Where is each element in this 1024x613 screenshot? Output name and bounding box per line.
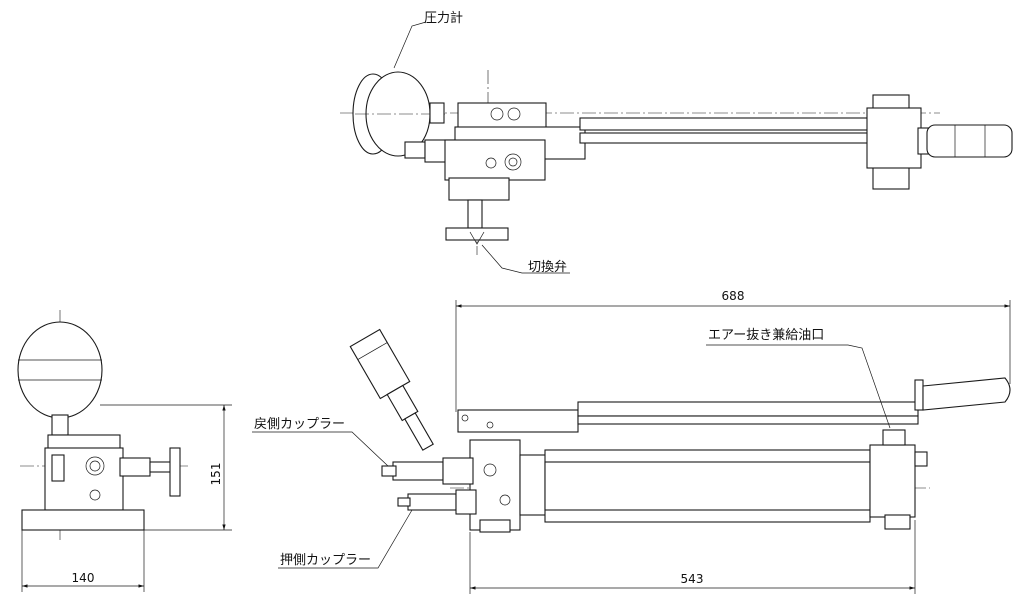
label-air-vent-oil-port: エアー抜き兼給油口 [708, 327, 824, 343]
handle-arm-top [579, 94, 1013, 190]
dimension-width: 140 [72, 571, 95, 585]
label-pressure-gauge: 圧力計 [424, 10, 463, 26]
top-view: 圧力計 切換弁 [340, 10, 1013, 275]
label-push-coupler: 押側カップラー [280, 553, 371, 568]
end-view: 151 140 [17, 310, 232, 592]
dimension-height: 151 [209, 463, 223, 486]
dimension-overall-length: 688 [722, 289, 745, 303]
pressure-gauge-top [352, 71, 456, 163]
dimension-body-length: 543 [681, 572, 704, 586]
pump-body-front [469, 429, 928, 533]
push-coupler [397, 489, 477, 515]
handle-arm-front [457, 377, 1011, 433]
pressure-gauge-front [349, 328, 434, 451]
label-return-coupler: 戻側カップラー [254, 417, 345, 432]
front-view: 688 543 エアー抜き兼給油口 戻側カップラー 押側カップラー [252, 289, 1011, 594]
label-switch-valve: 切換弁 [528, 260, 567, 275]
return-coupler [381, 457, 474, 485]
valve-block-top [444, 102, 586, 245]
